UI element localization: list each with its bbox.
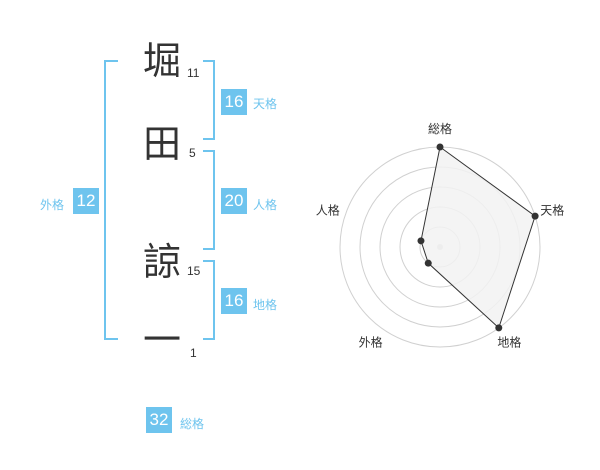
radar-axis-label-3: 地格 — [497, 334, 521, 349]
kanji-char-1: 堀 — [143, 39, 182, 83]
gaikaku-bracket — [104, 60, 118, 340]
soukaku-label: 総格 — [180, 417, 205, 431]
chikaku-value: 16 — [221, 288, 247, 314]
chikaku-label: 地格 — [253, 298, 278, 312]
kanji-char-2: 田 — [143, 122, 182, 166]
radar-series-polygon — [420, 146, 536, 329]
stroke-count-3: 15 — [187, 264, 201, 278]
tenkaku-label: 天格 — [253, 97, 278, 111]
radar-point-4 — [424, 259, 432, 267]
jinkaku-value: 20 — [221, 188, 247, 214]
radar-point-2 — [531, 212, 539, 220]
kanji-char-3: 諒 — [143, 240, 182, 284]
radar-point-3 — [495, 324, 503, 332]
stroke-count-1: 11 — [187, 66, 200, 80]
jinkaku-label: 人格 — [253, 198, 278, 212]
radar-point-1 — [436, 143, 444, 151]
jinkaku-bracket — [203, 150, 215, 250]
radar-axis-label-4: 外格 — [359, 334, 383, 349]
tenkaku-value: 16 — [221, 89, 247, 115]
gaikaku-label: 外格 — [40, 198, 65, 212]
stroke-count-4: 1 — [190, 346, 197, 360]
radar-point-5 — [417, 237, 425, 245]
kanji-char-4: 一 — [143, 318, 182, 362]
chikaku-bracket — [203, 260, 215, 340]
radar-axis-label-2: 天格 — [540, 203, 564, 218]
tenkaku-bracket — [203, 60, 215, 140]
soukaku-value: 32 — [146, 407, 172, 433]
stroke-count-2: 5 — [189, 146, 196, 160]
gaikaku-value: 12 — [73, 188, 99, 214]
radar-axis-label-1: 総格 — [428, 121, 452, 136]
radar-axis-label-5: 人格 — [316, 203, 340, 218]
